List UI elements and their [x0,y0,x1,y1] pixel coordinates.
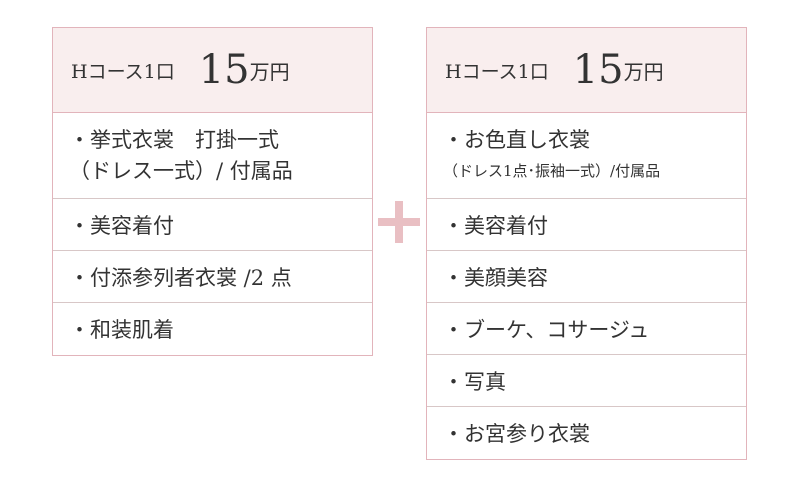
item-line: （ドレス1点･振袖一式）/付属品 [443,161,661,180]
list-item: ・和装肌着 [69,318,174,342]
list-item: ・ブーケ、コサージュ [427,303,746,355]
list-item: ・お色直し衣裳 （ドレス1点･振袖一式）/付属品 [427,113,746,199]
item-line: ・お色直し衣裳 [443,127,590,152]
course-price: 15 [572,47,624,93]
left-course-header: Hコース1口 15 万円 [53,28,372,113]
list-item: ・美容着付 [53,199,372,251]
course-title: Hコース1口 [445,60,549,83]
left-course-box: Hコース1口 15 万円 ・挙式衣裳 打掛一式 （ドレス一式）/ 付属品 ・美容… [52,27,373,356]
plus-icon [378,201,420,243]
list-item: ・写真 [427,355,746,407]
course-title: Hコース1口 [71,60,175,83]
list-item: ・付添参列者衣裳 /2 点 [53,251,372,303]
item-line: ・挙式衣裳 打掛一式 [69,127,279,152]
list-item: ・お宮参り衣裳 [443,422,590,446]
price-unit: 万円 [623,59,664,84]
right-course-box: Hコース1口 15 万円 ・お色直し衣裳 （ドレス1点･振袖一式）/付属品 ・美… [426,27,747,460]
item-line: （ドレス一式）/ 付属品 [69,158,293,183]
list-item: ・美顔美容 [427,251,746,303]
list-item: ・挙式衣裳 打掛一式 （ドレス一式）/ 付属品 [53,113,372,199]
course-price: 15 [198,47,250,93]
list-item: ・美容着付 [427,199,746,251]
right-course-header: Hコース1口 15 万円 [427,28,746,113]
price-unit: 万円 [249,59,290,84]
